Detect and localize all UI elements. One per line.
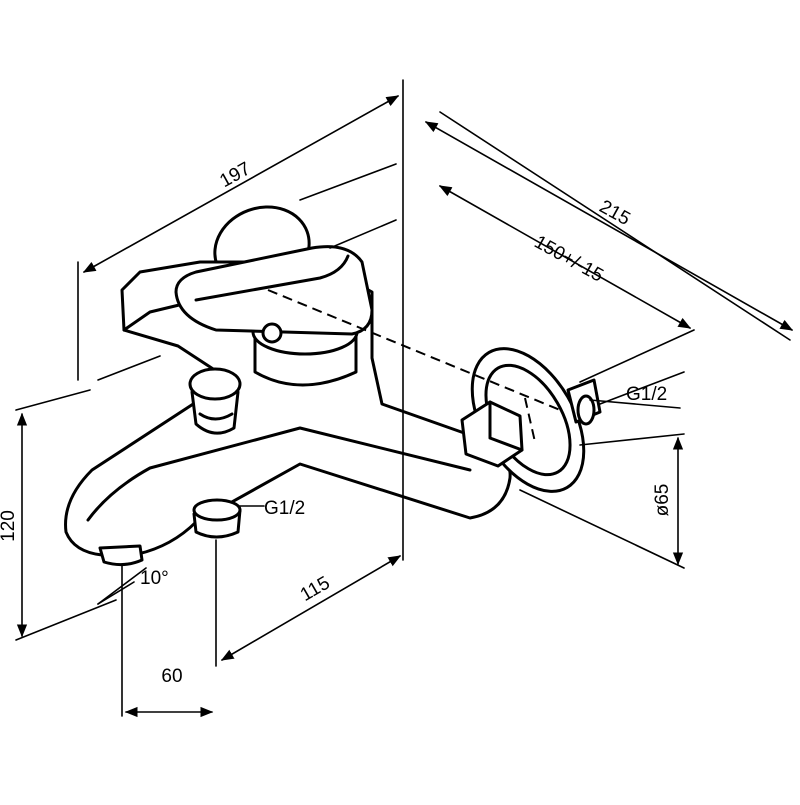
- dim-spout-offset: 60: [161, 666, 182, 687]
- dim-width-197: 197: [216, 158, 254, 192]
- dim-thread-outlet: G1/2: [264, 498, 305, 519]
- dim-rosette-diameter: ø65: [652, 484, 673, 517]
- dim-height-120: 120: [0, 510, 19, 542]
- dimension-lines: [16, 95, 794, 718]
- faucet-body: [64, 205, 602, 567]
- dim-spout-to-wall: 115: [297, 573, 334, 606]
- dim-wall-distance: 150+/-15: [531, 232, 607, 287]
- extension-lines: [15, 79, 791, 717]
- dim-thread-inlet: G1/2: [626, 384, 667, 405]
- dim-spout-angle: 10°: [140, 568, 169, 589]
- dim-depth-215: 215: [596, 196, 634, 230]
